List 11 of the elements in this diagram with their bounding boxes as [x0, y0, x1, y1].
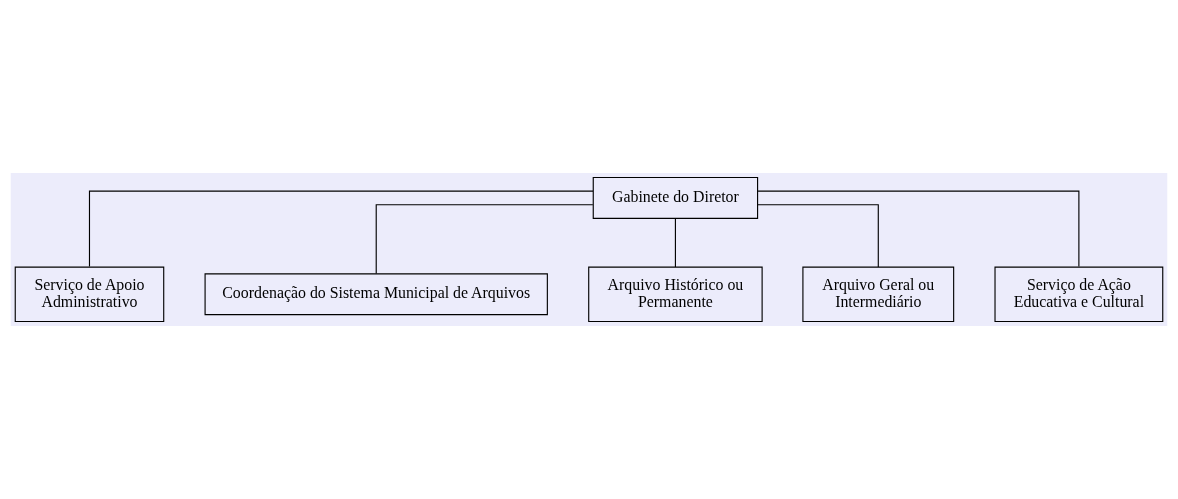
node-box: Serviço de Apoio Administrativo — [14, 266, 165, 323]
connector — [674, 217, 676, 268]
connector — [757, 190, 1080, 268]
node-box: Arquivo Histórico ou Permanente — [588, 266, 763, 323]
node-box: Coordenação do Sistema Municipal de Arquivos — [204, 273, 548, 316]
connector — [375, 204, 594, 275]
node-box: Gabinete do Diretor — [592, 176, 759, 219]
connector — [757, 204, 879, 268]
connector — [88, 190, 594, 268]
node-box: Arquivo Geral ou Intermediário — [802, 266, 955, 323]
node-box: Serviço de Ação Educativa e Cultural — [994, 266, 1164, 323]
